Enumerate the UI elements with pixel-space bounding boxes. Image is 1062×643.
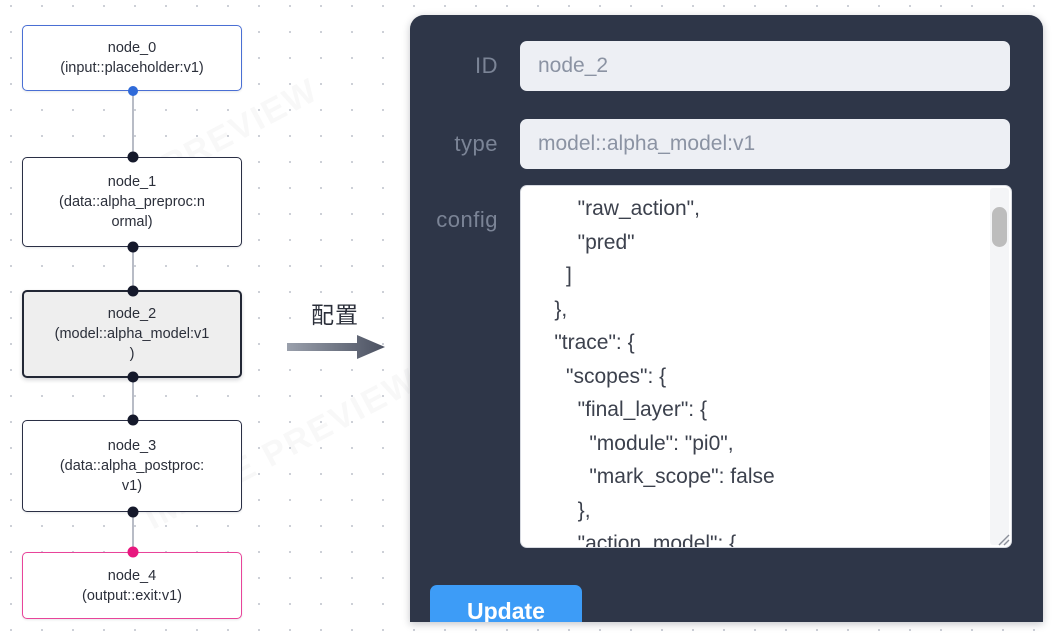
node_1-output-handle[interactable]	[127, 241, 139, 253]
node-title: node_1	[107, 174, 157, 190]
config-scrollbar-thumb[interactable]	[992, 207, 1007, 247]
node-subtitle-line2: ormal)	[111, 214, 153, 230]
node_1-input-handle[interactable]	[127, 151, 139, 163]
type-field-row: type	[410, 119, 1043, 169]
id-field-row: ID	[410, 41, 1043, 91]
node-title: node_0	[107, 40, 157, 56]
node_0-output-handle[interactable]	[128, 86, 138, 96]
config-textarea[interactable]: "raw_action", "pred" ] }, "trace": { "sc…	[520, 185, 1012, 548]
id-input[interactable]	[520, 41, 1010, 91]
node-title: node_3	[107, 438, 157, 454]
node-config-panel: ID type config "raw_action", "pred" ] },…	[410, 15, 1043, 622]
node-subtitle-line1: (data::alpha_preproc:n	[59, 194, 205, 210]
edge-node2-node3	[132, 377, 134, 420]
node_2-input-handle[interactable]	[127, 285, 139, 297]
node-subtitle: (input::placeholder:v1)	[60, 60, 204, 76]
type-field-label: type	[454, 131, 498, 156]
edge-node1-node2	[132, 246, 134, 292]
node-subtitle-line2: )	[129, 346, 135, 362]
config-scrollbar-track[interactable]	[990, 188, 1009, 545]
edge-node0-node1	[132, 90, 134, 156]
config-field-label: config	[436, 207, 498, 232]
graph-node-node_4[interactable]: node_4 (output::exit:v1)	[22, 552, 242, 619]
node-subtitle: (output::exit:v1)	[82, 587, 182, 604]
configure-arrow-group: 配置	[285, 296, 395, 359]
configure-arrow-label: 配置	[311, 303, 359, 329]
id-field-label: ID	[475, 53, 498, 78]
config-textarea-wrapper: "raw_action", "pred" ] }, "trace": { "sc…	[520, 185, 1012, 548]
node-subtitle-line1: (model::alpha_model:v1	[54, 326, 210, 342]
graph-node-node_1[interactable]: node_1 (data::alpha_preproc:n ormal)	[22, 157, 242, 247]
node-subtitle-line2: v1)	[121, 478, 143, 494]
node_4-input-handle[interactable]	[127, 546, 139, 558]
node-subtitle-line1: (data::alpha_postproc:	[59, 458, 205, 474]
graph-node-node_0[interactable]: node_0 (input::placeholder:v1)	[22, 25, 242, 91]
node_2-output-handle[interactable]	[127, 371, 139, 383]
right-arrow-icon	[287, 335, 385, 359]
update-button[interactable]: Update	[430, 585, 582, 622]
node_3-output-handle[interactable]	[127, 506, 139, 518]
edge-node3-node4	[132, 511, 134, 551]
graph-node-node_3[interactable]: node_3 (data::alpha_postproc: v1)	[22, 420, 242, 512]
config-field-row: config "raw_action", "pred" ] }, "trace"…	[410, 185, 1043, 548]
node-title: node_2	[107, 306, 157, 322]
type-input[interactable]	[520, 119, 1010, 169]
node-title: node_4	[107, 567, 157, 584]
node_3-input-handle[interactable]	[127, 414, 139, 426]
graph-node-node_2[interactable]: node_2 (model::alpha_model:v1 )	[22, 290, 242, 378]
